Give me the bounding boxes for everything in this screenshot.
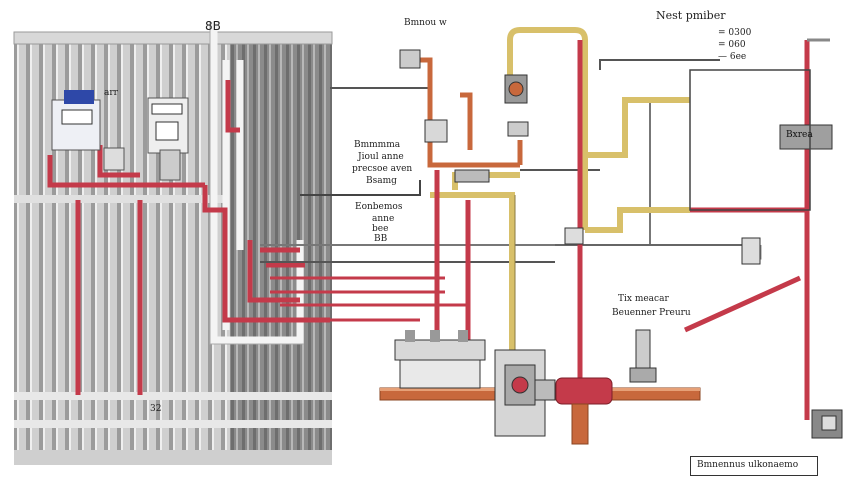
right-frame — [689, 69, 811, 211]
small-box-line-4: BB — [374, 234, 388, 244]
center-box-line-1: Bmmmma — [354, 140, 401, 150]
top-right-row-3: — 6ee — [718, 52, 747, 62]
red-pipes-wall — [47, 80, 330, 395]
small-box-line-2: anne — [372, 214, 395, 224]
small-box-line-3: bee — [372, 224, 389, 234]
top-right-row-1: = 0300 — [718, 28, 752, 38]
center-box-line-4: Bsamg — [366, 176, 397, 186]
top-left-tag: Bmnou w — [404, 18, 447, 28]
mid-right-label-1: Tix meacar — [618, 294, 669, 304]
center-box-line-2: Jioul anne — [358, 152, 404, 162]
bottom-right-caption-box: Bmnennus ulkonaemo — [690, 456, 818, 476]
bottom-pump — [494, 349, 556, 437]
floor-tag: 32 — [150, 404, 162, 414]
wall-meter-right — [147, 97, 189, 181]
center-box-line-3: precsoe aven — [352, 164, 413, 174]
top-right-title: Nest pmiber — [656, 9, 726, 22]
wall-meter-left — [51, 90, 125, 171]
small-box-line-1: Eonbemos — [355, 202, 403, 212]
wall-top-label: 8B — [205, 19, 221, 33]
bottom-manifold — [394, 330, 486, 389]
right-device-label: Bxrea — [786, 130, 813, 140]
top-right-row-2: = 060 — [718, 40, 746, 50]
right-device-body — [779, 124, 843, 439]
copper-pipes-upper — [412, 57, 523, 168]
valve-upper-center — [399, 49, 761, 265]
meter-tag: arr — [104, 88, 118, 98]
mid-right-label-2: Beuenner Preuru — [612, 308, 691, 318]
gauge-right — [629, 329, 657, 383]
center-label-box: Bmmmma Jioul anne precsoe aven Bsamg — [330, 88, 430, 198]
bottom-right-caption: Bmnennus ulkonaemo — [697, 460, 799, 470]
